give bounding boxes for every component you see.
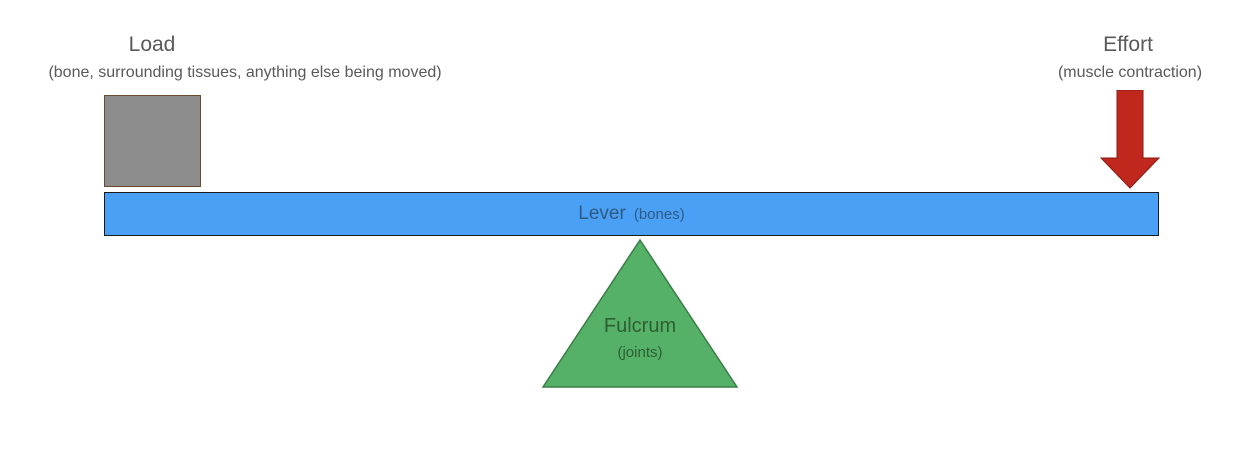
lever-description: (bones)	[633, 205, 685, 223]
lever-bar: Lever (bones)	[104, 192, 1159, 236]
fulcrum-triangle	[541, 238, 739, 388]
load-label: Load	[128, 33, 176, 56]
down-arrow-icon	[1099, 90, 1161, 189]
lever-label: Lever	[578, 203, 626, 224]
effort-label: Effort	[1103, 33, 1153, 56]
load-block	[104, 95, 201, 187]
effort-description: (muscle contraction)	[1057, 64, 1203, 81]
fulcrum-description: (joints)	[617, 344, 663, 361]
fulcrum-label: Fulcrum	[603, 315, 677, 337]
load-description: (bone, surrounding tissues, anything els…	[48, 64, 442, 81]
